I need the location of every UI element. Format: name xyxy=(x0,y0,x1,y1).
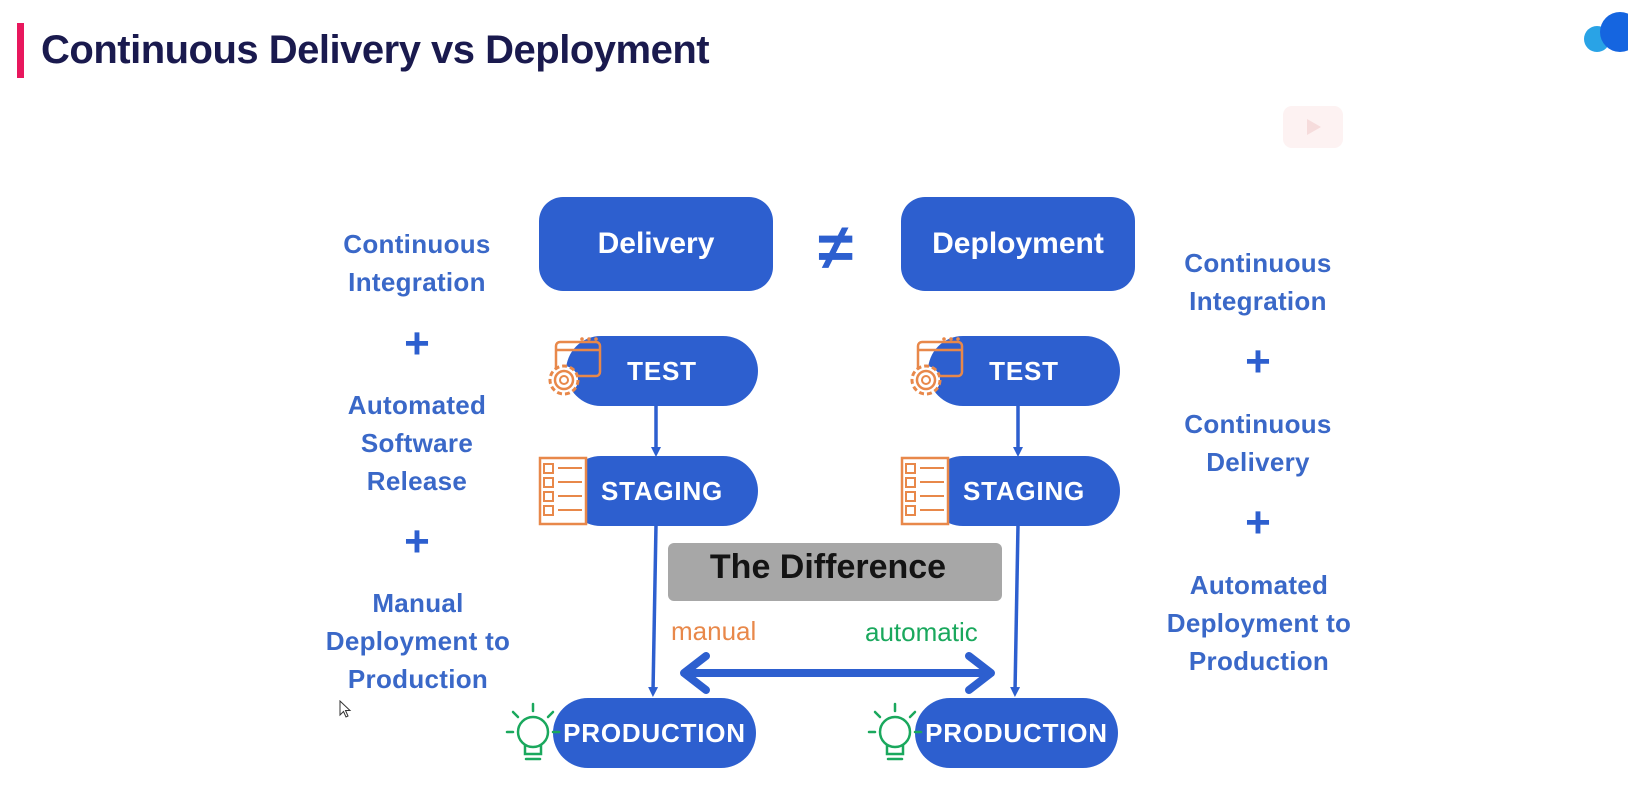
delivery-production-stage: PRODUCTION xyxy=(553,698,756,768)
lightbulb-icon xyxy=(505,702,561,761)
gear-icon xyxy=(910,337,964,396)
gear-icon xyxy=(548,337,602,396)
left-plus-1: + xyxy=(404,319,430,368)
difference-label: The Difference xyxy=(709,548,947,586)
checklist-icon xyxy=(900,456,950,526)
delivery-test-stage: TEST xyxy=(566,336,758,406)
right-item-continuous-delivery: Continuous Delivery xyxy=(1184,409,1332,477)
youtube-icon xyxy=(1283,106,1343,148)
manual-label: manual xyxy=(671,616,757,646)
arrow-staging-production-deployment xyxy=(1010,524,1021,697)
not-equal-symbol: ≠ xyxy=(818,211,854,283)
arrow-staging-production-delivery xyxy=(648,524,659,697)
deployment-production-stage: PRODUCTION xyxy=(915,698,1118,768)
delivery-header: Delivery xyxy=(539,197,773,291)
lightbulb-icon xyxy=(867,702,923,761)
deployment-staging-stage: STAGING xyxy=(928,456,1120,526)
title-accent-bar xyxy=(17,23,24,78)
right-item-automated-deployment: Automated Deployment to Production xyxy=(1166,570,1352,676)
right-plus-1: + xyxy=(1245,337,1271,386)
deployment-header: Deployment xyxy=(901,197,1135,291)
deployment-test-stage: TEST xyxy=(928,336,1120,406)
left-plus-2: + xyxy=(404,517,430,566)
left-item-automated-release: Automated Software Release xyxy=(347,390,487,496)
right-item-continuous-integration: Continuous Integration xyxy=(1184,248,1332,316)
page-title: Continuous Delivery vs Deployment xyxy=(41,28,710,72)
automatic-label: automatic xyxy=(865,617,978,647)
logo-icon xyxy=(1584,12,1628,52)
left-item-manual-deployment: Manual Deployment to Production xyxy=(325,588,511,694)
double-arrow-icon xyxy=(680,652,995,694)
delivery-staging-stage: STAGING xyxy=(566,456,758,526)
left-item-continuous-integration: Continuous Integration xyxy=(343,229,491,297)
cursor-icon xyxy=(339,700,352,718)
difference-highlight xyxy=(668,543,1002,601)
checklist-icon xyxy=(538,456,588,526)
right-plus-2: + xyxy=(1245,498,1271,547)
